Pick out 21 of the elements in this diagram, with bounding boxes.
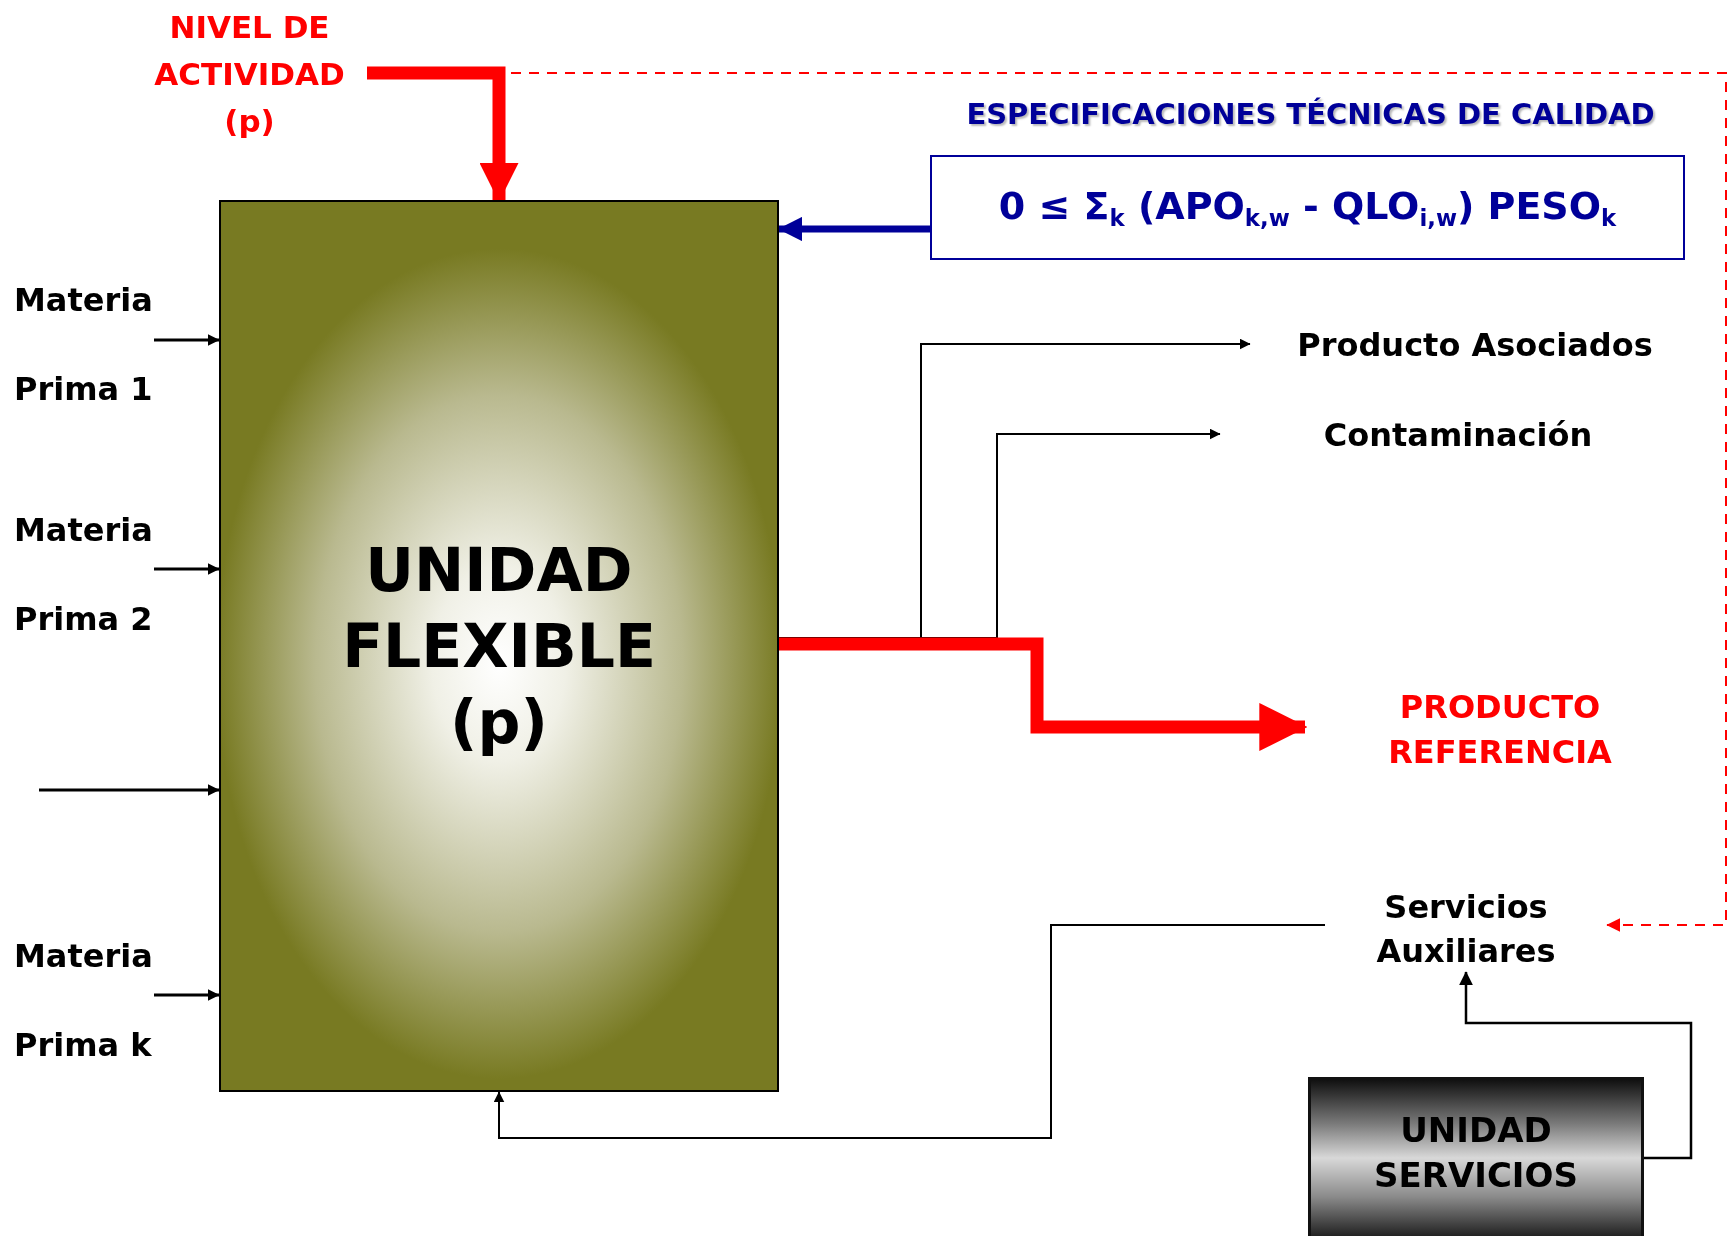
process-box: UNIDAD FLEXIBLE (p) — [219, 200, 779, 1092]
arrow — [777, 216, 930, 242]
arrow — [779, 637, 1308, 752]
section-heading: ESPECIFICACIONES TÉCNICAS DE CALIDAD — [965, 97, 1656, 131]
input-label: Materia Prima k — [14, 912, 154, 1090]
output-label: PRODUCTO REFERENCIA — [1305, 685, 1695, 775]
activity-level-label: NIVEL DE ACTIVIDAD (p) — [132, 4, 367, 145]
services-label: Servicios Auxiliares — [1325, 885, 1607, 972]
formula-text: 0 ≤ Σ$_{k}$ (APO$_{k,w}$ - QLO$_{i,w}$) PESO$_{k}$ — [998, 184, 1617, 231]
arrow — [154, 334, 220, 346]
arrow — [493, 924, 1326, 1139]
arrow — [367, 66, 519, 202]
arrow — [154, 563, 220, 575]
input-label: Materia Prima 2 — [14, 486, 154, 664]
output-label: Producto Asociados — [1250, 322, 1700, 368]
services-unit-box: UNIDAD SERVICIOS — [1308, 1077, 1644, 1236]
arrow — [39, 784, 220, 796]
output-label: Contaminación — [1220, 412, 1696, 458]
arrow — [154, 989, 220, 1001]
arrow — [1459, 971, 1693, 1160]
input-label: Materia Prima 1 — [14, 256, 154, 434]
